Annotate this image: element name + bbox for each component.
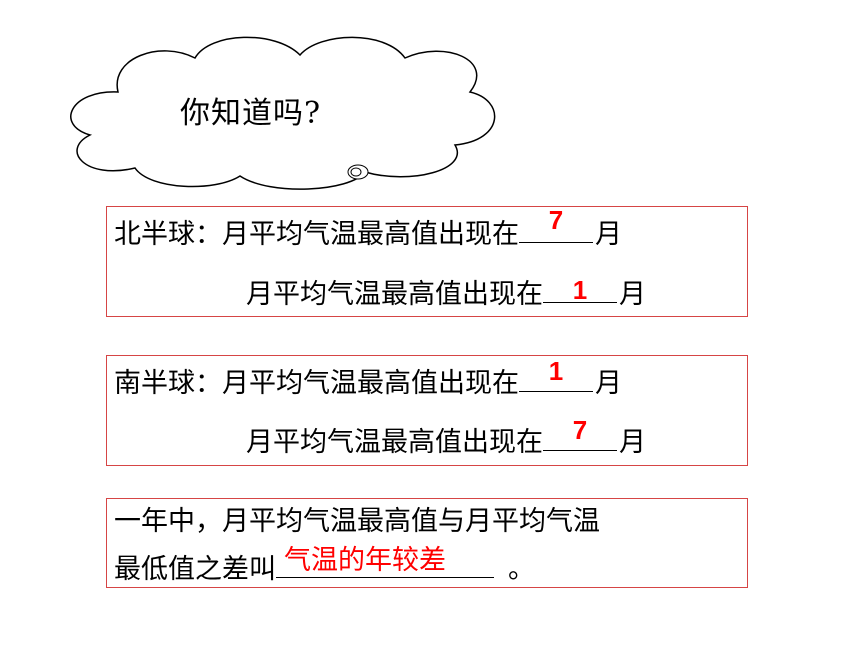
- definition-answer: 气温的年较差: [284, 545, 446, 576]
- definition-line-2: 最低值之差叫气温的年较差 。: [114, 545, 535, 587]
- south-line2-text: 月平均气温最高值出现在: [246, 427, 543, 458]
- cloud-title: 你知道吗?: [180, 96, 322, 131]
- south-line1-answer: 1: [548, 356, 564, 386]
- south-line2-blank: 7: [543, 416, 617, 451]
- south-line-2: 月平均气温最高值出现在 7 月: [246, 416, 646, 460]
- south-line1-unit: 月: [595, 368, 622, 399]
- south-line1-text: 月平均气温最高值出现在: [222, 368, 519, 399]
- definition-blank: 气温的年较差: [276, 545, 494, 578]
- north-hemisphere-box: [106, 206, 748, 317]
- north-line2-answer: 1: [572, 275, 588, 305]
- north-prefix: 北半球：: [114, 219, 222, 250]
- south-hemisphere-box: [106, 355, 748, 466]
- north-line1-unit: 月: [595, 219, 622, 250]
- definition-line-1: 一年中，月平均气温最高值与月平均气温: [114, 506, 600, 537]
- definition-prefix: 最低值之差叫: [114, 554, 276, 585]
- south-prefix: 南半球：: [114, 368, 222, 399]
- north-line2-text: 月平均气温最高值出现在: [246, 279, 543, 310]
- north-line1-text: 月平均气温最高值出现在: [222, 219, 519, 250]
- definition-end: 。: [508, 554, 535, 585]
- north-line-2: 月平均气温最高值出现在 1 月: [246, 274, 646, 312]
- thought-cloud: [70, 36, 496, 190]
- north-line1-answer: 7: [548, 205, 564, 235]
- north-line2-unit: 月: [619, 279, 646, 310]
- south-line2-answer: 7: [572, 415, 588, 445]
- south-line1-blank: 1: [519, 357, 593, 392]
- south-line2-unit: 月: [619, 427, 646, 458]
- south-line-1: 南半球：月平均气温最高值出现在 1 月: [114, 357, 622, 401]
- north-line1-blank: 7: [519, 206, 593, 243]
- north-line2-blank: 1: [543, 274, 617, 305]
- definition-box: [106, 498, 748, 588]
- north-line-1: 北半球：月平均气温最高值出现在 7 月: [114, 206, 622, 252]
